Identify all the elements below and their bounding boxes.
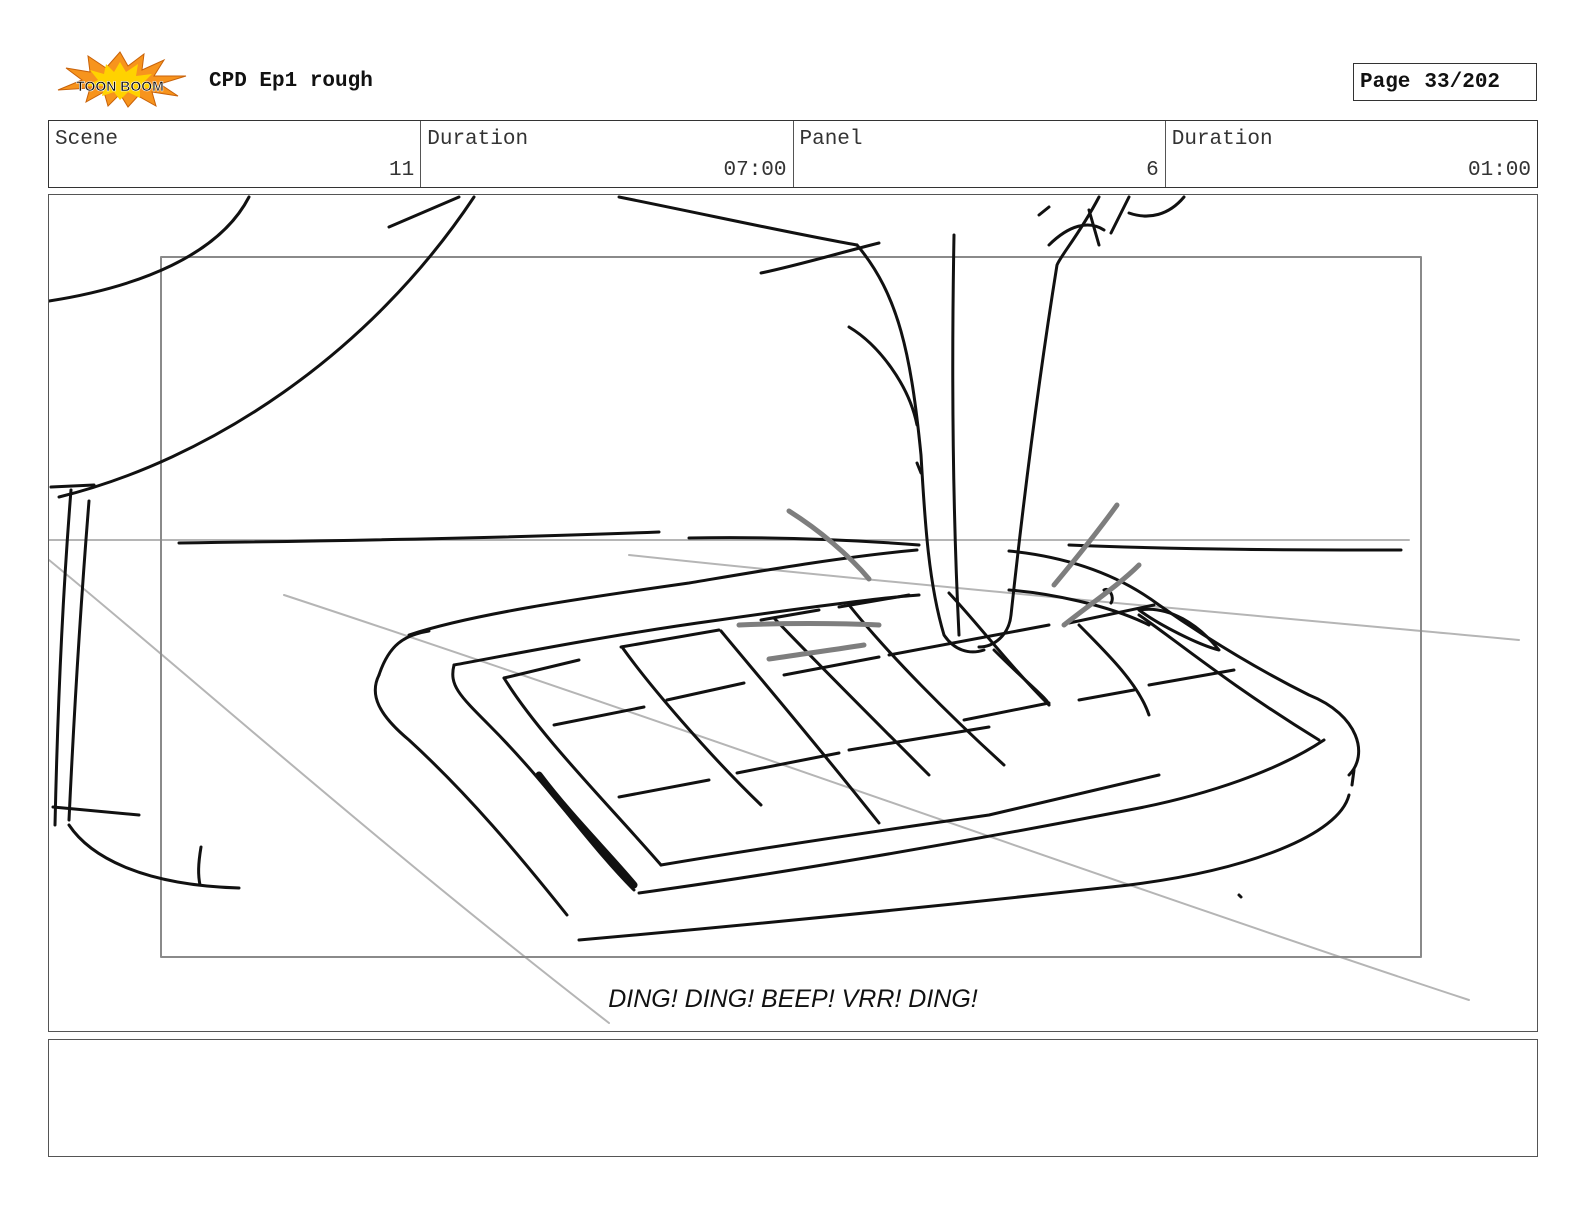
scene-label: Scene <box>55 128 119 151</box>
keypad-grid <box>502 591 1236 867</box>
scene-duration-value: 07:00 <box>723 159 787 182</box>
panel-notes-box[interactable] <box>48 1039 1538 1157</box>
page-label: Page <box>1360 70 1411 94</box>
logo-text: TOON BOOM <box>76 78 164 94</box>
scene-value: 11 <box>389 159 415 182</box>
table-edge <box>177 530 1403 552</box>
character-silhouette <box>49 195 476 890</box>
dialogue-caption: DING! DING! BEEP! VRR! DING! <box>608 985 978 1013</box>
vibration-marks <box>736 502 1142 662</box>
scene-duration-cell: Duration 07:00 <box>421 121 794 187</box>
safe-frame <box>160 256 1422 958</box>
document-title: CPD Ep1 rough <box>209 70 373 93</box>
panel-duration-label: Duration <box>1171 128 1273 151</box>
panel-duration-value: 01:00 <box>1467 159 1531 182</box>
hand-sketch <box>617 195 1186 654</box>
page-indicator: Page 33/202 <box>1353 63 1537 101</box>
panel-cell: Panel 6 <box>794 121 1166 187</box>
device-outline <box>373 548 1361 942</box>
panel-value: 6 <box>1146 159 1159 182</box>
panel-sketch <box>49 195 1520 1024</box>
scene-duration-label: Duration <box>427 128 529 151</box>
page-number: 33/202 <box>1424 70 1501 94</box>
panel-duration-cell: Duration 01:00 <box>1166 121 1537 187</box>
storyboard-panel: DING! DING! BEEP! VRR! DING! <box>48 194 1538 1032</box>
toon-boom-logo: TOON BOOM <box>57 51 187 108</box>
scene-cell: Scene 11 <box>49 121 422 187</box>
perspective-lines <box>49 539 1520 1024</box>
scene-info-bar: Scene 11 Duration 07:00 Panel 6 Duration… <box>48 120 1538 188</box>
device-shadow-edge <box>535 771 638 889</box>
panel-label: Panel <box>799 128 863 151</box>
